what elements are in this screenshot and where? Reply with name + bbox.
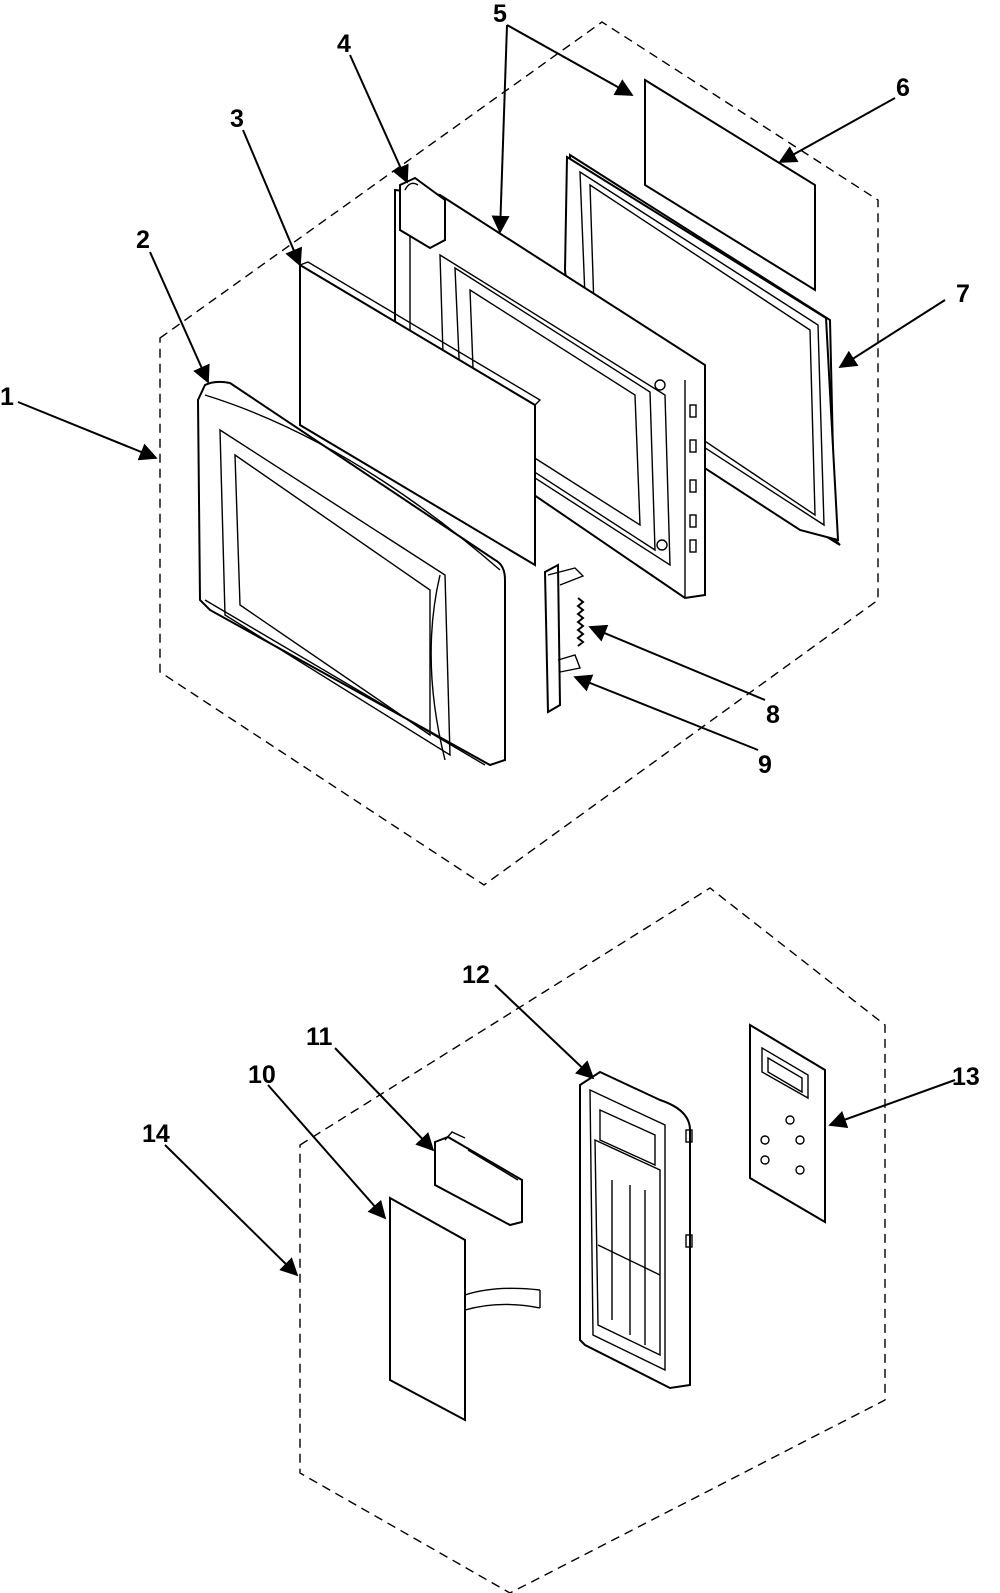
part-8-spring [576, 597, 585, 647]
callout-11: 11 [306, 1023, 333, 1051]
callout-6: 6 [896, 74, 910, 102]
door-assembly-group-boundary [159, 21, 879, 886]
callout-10: 10 [248, 1061, 276, 1089]
callout-7: 7 [956, 280, 970, 308]
part-2-door-outer [196, 380, 506, 767]
callout-3: 3 [230, 105, 244, 133]
part-10-membrane-keypad [389, 1196, 541, 1422]
part-6-sheet [644, 78, 816, 292]
callout-9: 9 [758, 751, 772, 779]
callout-2: 2 [136, 226, 150, 254]
leader-lines [17, 24, 956, 1277]
control-panel-group-boundary [299, 887, 886, 1593]
callout-1: 1 [0, 383, 14, 411]
callout-14: 14 [142, 1120, 170, 1148]
callout-5: 5 [493, 0, 507, 28]
part-13-control-board [749, 1023, 826, 1224]
part-4-hinge [399, 176, 446, 250]
part-12-control-panel [579, 1070, 693, 1390]
callout-13: 13 [952, 1063, 980, 1091]
callout-12: 12 [462, 961, 490, 989]
part-3-door-panel [298, 261, 542, 567]
callout-4: 4 [337, 30, 351, 58]
callout-8: 8 [766, 701, 780, 729]
part-9-latch [543, 563, 585, 714]
part-11-module [434, 1131, 523, 1227]
